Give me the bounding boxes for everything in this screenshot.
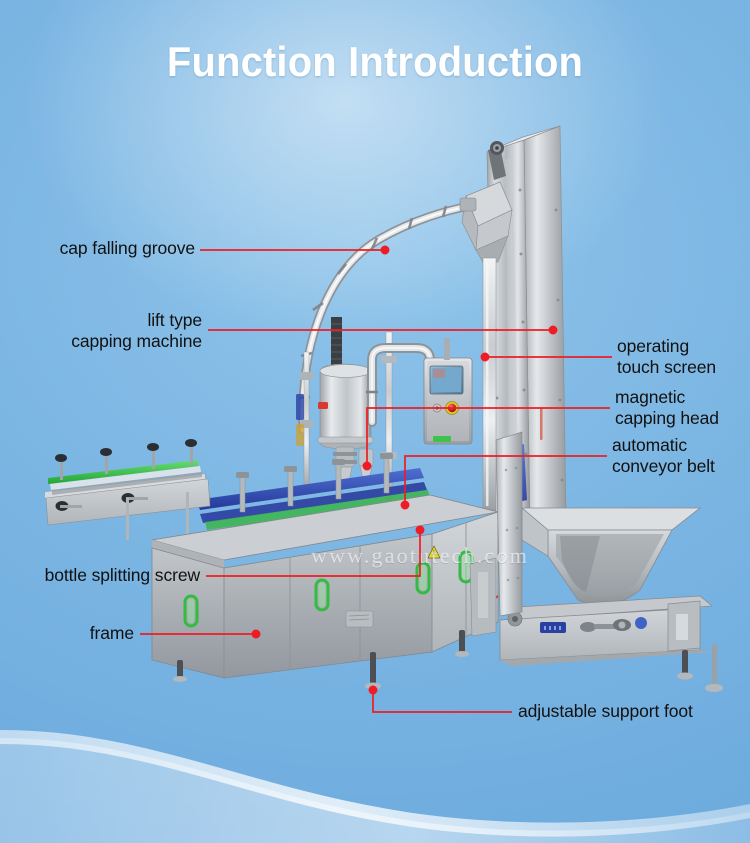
label-bottle-splitting-screw-line1: bottle splitting screw bbox=[44, 565, 200, 585]
label-automatic-line1: automatic bbox=[612, 435, 687, 455]
label-touch-screen-line2: touch screen bbox=[617, 357, 716, 377]
label-frame-line1: frame bbox=[89, 623, 134, 643]
label-capping-head-line2: capping head bbox=[615, 408, 719, 428]
label-bottle-splitting-screw: bottle splitting screw bbox=[0, 565, 200, 586]
label-automatic-conveyor-belt: automatic conveyor belt bbox=[612, 435, 715, 477]
label-conveyor-belt-line2: conveyor belt bbox=[612, 456, 715, 476]
label-adjustable-support-foot: adjustable support foot bbox=[518, 701, 693, 722]
label-lift-type-line1: lift type bbox=[147, 310, 202, 330]
label-operating-touch-screen: operating touch screen bbox=[617, 336, 716, 378]
label-frame: frame bbox=[0, 623, 134, 644]
label-cap-falling-groove: cap falling groove bbox=[0, 238, 195, 259]
label-magnetic-capping-head: magnetic capping head bbox=[615, 387, 719, 429]
label-cap-falling-groove-line1: cap falling groove bbox=[59, 238, 195, 258]
label-lift-type-capping-machine: lift type capping machine bbox=[0, 310, 202, 352]
label-magnetic-line1: magnetic bbox=[615, 387, 686, 407]
label-adjustable-support-foot-line1: adjustable support foot bbox=[518, 701, 693, 721]
label-operating-line1: operating bbox=[617, 336, 690, 356]
label-capping-machine-line2: capping machine bbox=[71, 331, 202, 351]
page-title: Function Introduction bbox=[166, 38, 584, 85]
